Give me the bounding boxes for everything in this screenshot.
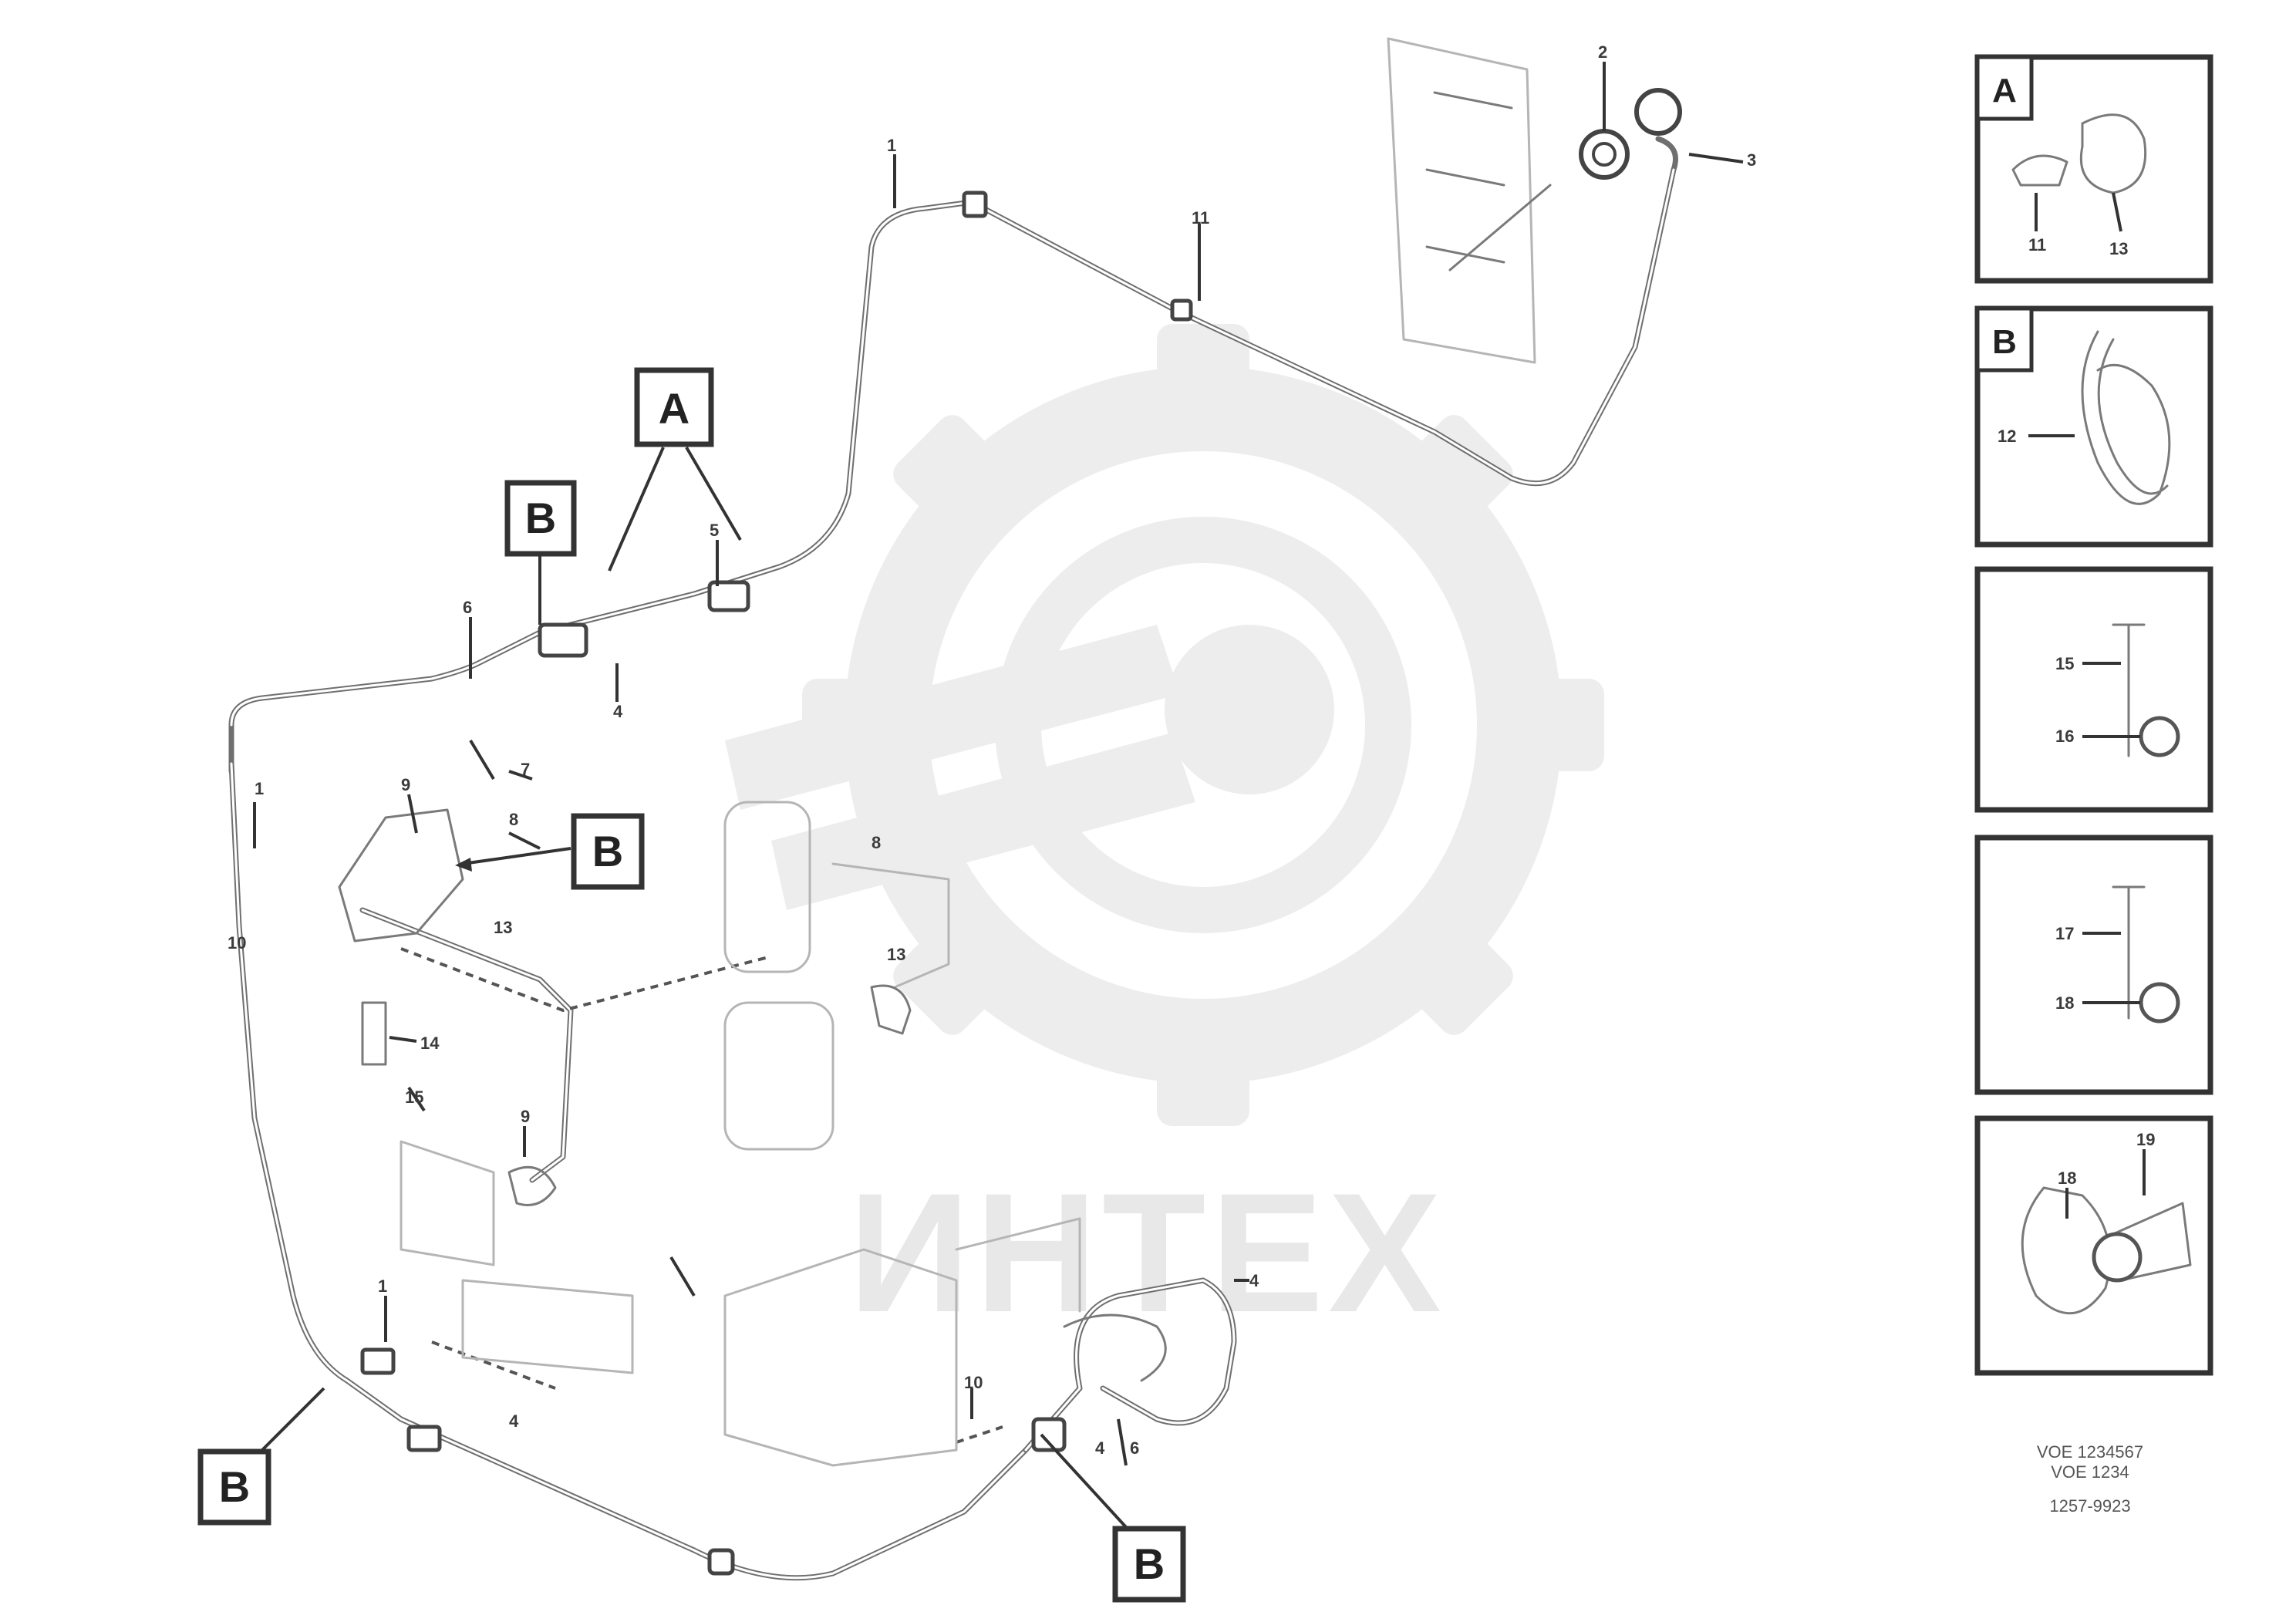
svg-text:18: 18 [2055, 993, 2074, 1013]
callout-b-middle: B [455, 813, 645, 890]
svg-text:B: B [525, 494, 556, 542]
watermark-text: ИНТЕХ [848, 1158, 1446, 1347]
part-number: 4 [509, 1411, 519, 1431]
callout-a-main: A [608, 367, 742, 572]
callout-b-upper: B [504, 480, 577, 625]
part-number: 9 [521, 1107, 530, 1126]
svg-text:B: B [219, 1462, 250, 1511]
svg-text:1257-9923: 1257-9923 [2049, 1496, 2130, 1516]
engine-dashed-outline [400, 947, 1003, 1444]
svg-text:B: B [1992, 323, 2017, 361]
callout-b-lower-right: B [1040, 1433, 1186, 1603]
part-number: 13 [887, 945, 905, 964]
watermark-logo-icon: ИНТЕХ [725, 324, 1604, 1347]
svg-text:12: 12 [1998, 427, 2016, 446]
svg-text:VOE 1234: VOE 1234 [2051, 1462, 2129, 1482]
part-number: 10 [228, 933, 246, 953]
part-number: 4 [613, 702, 623, 721]
detail-panel-5: 18 19 [1974, 1115, 2213, 1376]
hose-fitting [1579, 62, 1744, 180]
part-number: 1 [887, 136, 896, 155]
svg-text:A: A [659, 384, 689, 433]
svg-text:19: 19 [2136, 1130, 2155, 1149]
part-number: 8 [509, 810, 518, 829]
leader-lines [253, 154, 1249, 1466]
part-number: 6 [463, 598, 472, 617]
part-number: 3 [1747, 150, 1756, 170]
svg-text:B: B [592, 827, 623, 875]
part-number: 15 [405, 1088, 423, 1107]
part-number: 14 [420, 1034, 440, 1053]
engine-body-outline [338, 801, 1081, 1467]
part-number: 1 [378, 1276, 387, 1296]
part-number: 9 [401, 775, 410, 794]
mounting-plate [1387, 37, 1552, 364]
part-number-labels: 1 2 3 11 5 6 4 7 1 9 8 13 10 14 15 9 1 4… [228, 42, 1756, 1458]
detail-panel-b: B 12 [1974, 305, 2213, 548]
part-number: 13 [494, 918, 512, 937]
svg-text:B: B [1134, 1539, 1165, 1588]
svg-text:15: 15 [2055, 654, 2074, 673]
part-number: 11 [1192, 208, 1209, 228]
callout-b-lower-left: B [197, 1387, 325, 1526]
part-number: 8 [872, 833, 881, 852]
part-number: 4 [1095, 1438, 1105, 1458]
part-number: 10 [964, 1373, 983, 1392]
svg-text:16: 16 [2055, 727, 2074, 746]
part-number: 5 [710, 521, 719, 540]
part-number: 4 [1249, 1271, 1259, 1290]
detail-panel-a: A 11 13 [1974, 54, 2213, 284]
svg-text:18: 18 [2058, 1168, 2076, 1188]
detail-panel-4: 17 18 [1974, 835, 2213, 1095]
coolant-pipe-loop [1023, 1277, 1237, 1453]
svg-text:A: A [1992, 72, 2017, 110]
part-number: 2 [1598, 42, 1607, 62]
svg-text:17: 17 [2055, 924, 2074, 943]
part-number: 6 [1130, 1438, 1139, 1458]
pipe-clamp [360, 191, 1193, 1576]
part-number: 7 [521, 760, 530, 779]
detail-panel-3: 15 16 [1974, 566, 2213, 813]
coolant-pipe-left [228, 760, 1029, 1581]
part-number: 1 [255, 779, 264, 798]
drawing-reference: VOE 1234567 VOE 1234 1257-9923 [2037, 1442, 2143, 1516]
svg-text:VOE 1234567: VOE 1234567 [2037, 1442, 2143, 1462]
svg-text:11: 11 [2028, 235, 2046, 255]
svg-text:13: 13 [2109, 239, 2128, 258]
